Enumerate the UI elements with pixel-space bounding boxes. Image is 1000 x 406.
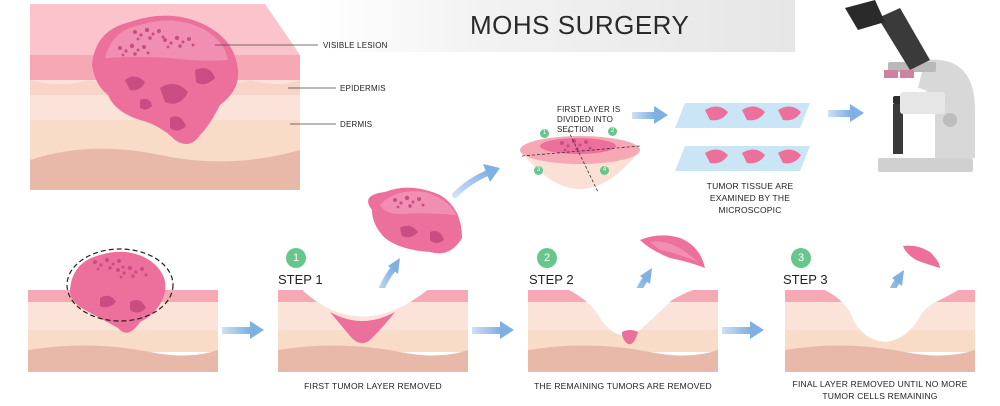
step-1-caption: FIRST TUMOR LAYER REMOVED [304,381,442,391]
step-1-badge: 1 [286,248,306,268]
step-1-label: STEP 1 [278,272,323,287]
label-examined: TUMOR TISSUE ARE EXAMINED BY THE MICROSC… [706,181,794,215]
label-dermis: DERMIS [340,120,373,129]
section-badge-2: 2 [608,127,617,136]
section-badge-4: 4 [600,166,609,175]
step-3-label: STEP 3 [783,272,828,287]
label-visible-lesion: VISIBLE LESION [323,41,388,50]
section-badge-3: 3 [534,166,543,175]
skin-cross-section-large [30,4,336,190]
panel-step-3 [785,245,975,372]
microscope [845,0,975,172]
label-epidermis: EPIDERMIS [340,84,386,93]
microscope-slides [675,103,810,171]
panel-step-1 [278,288,468,372]
section-badge-1: 1 [540,129,549,138]
excised-lesion [368,187,462,254]
step-2-badge: 2 [537,248,557,268]
title-band [320,0,795,52]
step-2-caption: THE REMAINING TUMORS ARE REMOVED [534,381,712,391]
label-first-layer: FIRST LAYER IS DIVIDED INTO SECTION [557,105,621,134]
panel-step-2 [528,235,718,372]
panel-initial [28,248,218,372]
step-3-caption: FINAL LAYER REMOVED UNTIL NO MORE TUMOR … [792,379,968,401]
sectioned-layer [520,129,641,193]
page-title: MOHS SURGERY [470,10,690,40]
step-3-badge: 3 [791,248,811,268]
step-2-label: STEP 2 [529,272,574,287]
